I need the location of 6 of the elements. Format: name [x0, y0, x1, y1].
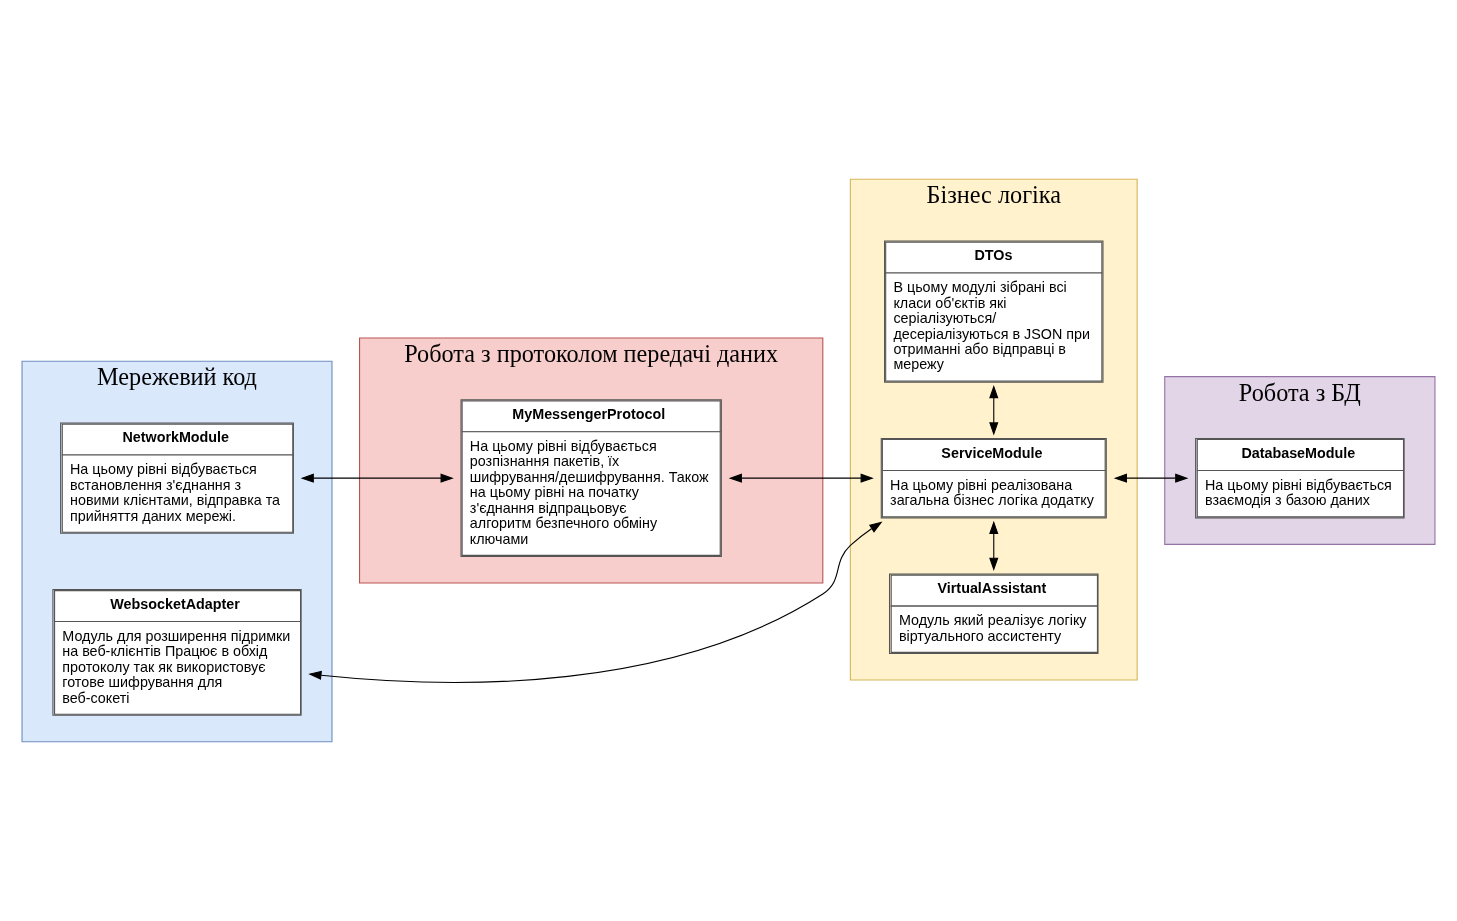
arrow [989, 520, 999, 571]
arrow [989, 384, 999, 436]
arrow [308, 521, 883, 683]
arrow [300, 473, 454, 483]
arrow [1113, 473, 1189, 483]
arrow [728, 473, 874, 483]
